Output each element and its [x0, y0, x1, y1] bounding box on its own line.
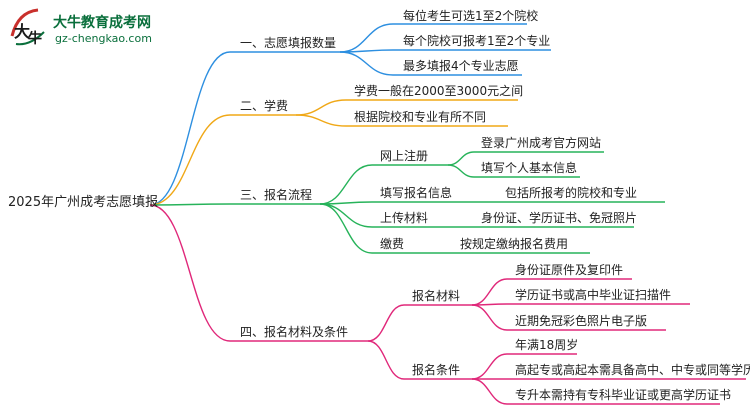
connector-b3-register [319, 164, 373, 205]
leaf-tuition-1: 学费一般在2000至3000元之间 [354, 84, 524, 98]
site-logo[interactable]: 大 牛 大牛教育成考网 gz-chengkao.com [6, 6, 176, 52]
connector-root-branch3 [149, 203, 231, 206]
connector-conditions-leaf3 [471, 378, 508, 405]
connector-root-branch1 [149, 51, 231, 206]
connector-register-leaf2 [447, 164, 475, 178]
connector-materials-leaf3 [471, 304, 508, 331]
connector-b3-upload [319, 203, 373, 228]
connector-conditions-leaf1 [471, 353, 508, 380]
leaf-conditions-1: 年满18周岁 [515, 338, 579, 352]
connector-b4-conditions [367, 340, 405, 380]
branch-quota: 一、志愿填报数量 [240, 36, 337, 50]
mindmap-root: 2025年广州成考志愿填报 [8, 195, 159, 210]
leaf-materials-2: 学历证书或高中毕业证扫描件 [515, 288, 672, 302]
node-materials: 报名材料 [412, 289, 461, 303]
node-payment: 缴费 [380, 237, 405, 251]
leaf-fill-info-1: 包括所报考的院校和专业 [505, 186, 638, 200]
connector-root-branch4 [149, 204, 231, 342]
connector-b1-leaf3 [339, 51, 394, 76]
leaf-register-2: 填写个人基本信息 [481, 161, 578, 175]
branch-materials-conditions: 四、报名材料及条件 [240, 325, 349, 339]
leaf-materials-3: 近期免冠彩色照片电子版 [515, 314, 648, 328]
connector-b2-leaf1 [295, 99, 347, 116]
connector-materials-leaf1 [471, 278, 508, 306]
branch-process: 三、报名流程 [240, 188, 313, 202]
connector-b4-materials [367, 304, 405, 342]
leaf-conditions-2: 高起专或高起本需具备高中、中专或同等学历 [515, 363, 750, 377]
connector-register-leaf1 [447, 151, 475, 166]
leaf-payment-1: 按规定缴纳报名费用 [460, 237, 569, 251]
leaf-quota-3: 最多填报4个专业志愿 [403, 59, 519, 73]
node-fill-info: 填写报名信息 [380, 186, 453, 200]
logo-char-niu: 牛 [28, 31, 42, 47]
leaf-tuition-2: 根据院校和专业有所不同 [354, 110, 487, 124]
connector-b2-leaf2 [295, 114, 347, 127]
connector-b3-payment [319, 203, 373, 254]
logo-url: gz-chengkao.com [55, 32, 152, 45]
node-conditions: 报名条件 [412, 363, 461, 377]
logo-mark-icon: 大 牛 [8, 6, 50, 50]
connector-b1-leaf1 [339, 23, 394, 53]
node-register: 网上注册 [380, 149, 429, 163]
node-upload: 上传材料 [380, 211, 429, 225]
leaf-upload-1: 身份证、学历证书、免冠照片 [481, 211, 638, 225]
logo-swoosh-icon [10, 8, 45, 46]
leaf-quota-2: 每个院校可报考1至2个专业 [403, 34, 551, 48]
leaf-register-1: 登录广州成考官方网站 [481, 136, 602, 150]
leaf-materials-1: 身份证原件及复印件 [515, 263, 624, 277]
leaf-conditions-3: 专升本需持有专科毕业证或更高学历证书 [515, 388, 732, 402]
logo-char-da: 大 [14, 22, 31, 41]
logo-title: 大牛教育成考网 [53, 15, 151, 31]
leaf-quota-1: 每位考生可选1至2个院校 [403, 9, 539, 23]
connector-root-branch2 [149, 114, 231, 206]
branch-tuition: 二、学费 [240, 99, 289, 113]
